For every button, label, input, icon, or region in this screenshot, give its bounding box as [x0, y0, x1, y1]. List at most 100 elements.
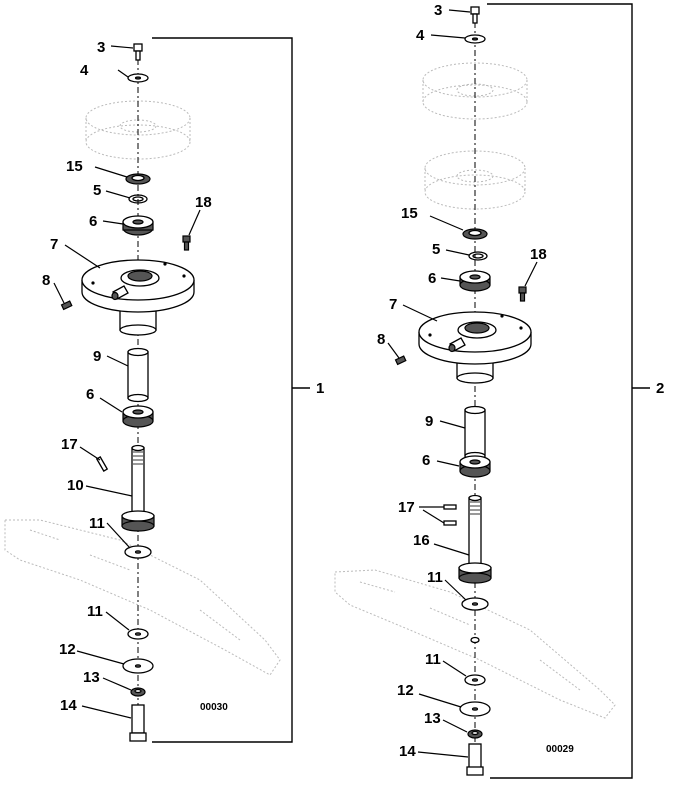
right-part-bolt-14 [466, 743, 484, 776]
right-callout-12: 12 [397, 682, 414, 699]
left-part-spacer-9 [127, 347, 149, 403]
left-leader-18 [188, 209, 201, 236]
right-assembly-number: 2 [656, 380, 664, 397]
right-part-bolt-3 [470, 6, 480, 24]
left-leader-3 [110, 45, 134, 49]
right-leader-17b [422, 509, 445, 524]
right-leader-15 [429, 215, 464, 231]
left-part-ring-5 [128, 194, 148, 204]
left-callout-10: 10 [67, 477, 84, 494]
left-part-bolt-14 [129, 704, 147, 742]
right-leader-16 [433, 543, 470, 556]
right-leader-11b [442, 660, 467, 677]
right-part-bearing-seal-15 [462, 228, 488, 240]
left-leader-6b [99, 397, 123, 413]
left-assembly: 3 4 15 5 6 18 7 8 9 6 17 10 11 11 12 13 … [4, 37, 324, 743]
left-callout-6: 6 [89, 213, 97, 230]
right-part-fitting-8 [394, 355, 407, 366]
left-callout-4: 4 [80, 62, 89, 79]
right-callout-6: 6 [428, 270, 436, 287]
left-callout-6-lower: 6 [86, 386, 94, 403]
right-part-washer-11-upper [461, 597, 489, 611]
left-part-washer-11-upper [124, 545, 152, 559]
left-leader-17 [79, 446, 101, 461]
right-leader-11a [444, 579, 467, 601]
right-leader-4 [430, 34, 466, 39]
right-callout-17: 17 [398, 499, 415, 516]
left-callout-12: 12 [59, 641, 76, 658]
left-blade-ghost [4, 519, 281, 676]
left-part-key-17 [95, 456, 109, 472]
right-leader-6a [440, 277, 461, 282]
right-callout-4: 4 [416, 27, 425, 44]
left-leader-12 [76, 650, 125, 665]
left-callout-9: 9 [93, 348, 101, 365]
left-callout-11-lower: 11 [87, 603, 103, 620]
left-part-bearing-6-upper [122, 215, 154, 236]
right-leader-7 [402, 304, 438, 322]
right-leader-12 [418, 693, 462, 708]
right-leader-5 [445, 249, 470, 256]
left-leader-6a [102, 220, 124, 225]
right-part-washer-4 [464, 34, 486, 44]
right-pulley-ghost-lower [424, 150, 526, 210]
right-part-bearing-6-upper [459, 270, 491, 292]
left-leader-15 [94, 166, 128, 178]
right-part-bearing-6-lower [459, 455, 491, 478]
left-part-bearing-seal-15 [125, 173, 151, 185]
right-leader-6b [436, 460, 460, 467]
left-leader-11a [106, 522, 131, 549]
left-leader-5 [105, 190, 131, 199]
left-drawing-code: 00030 [200, 702, 228, 713]
right-leader-18 [524, 261, 538, 287]
left-part-spindle-housing-7 [81, 259, 195, 336]
right-leader-9 [439, 420, 466, 429]
left-assembly-number: 1 [316, 380, 324, 397]
right-assembly: 3 4 15 5 18 6 7 8 9 6 17 16 11 11 12 13 … [334, 2, 664, 779]
left-callout-13: 13 [83, 669, 100, 686]
right-leader-13 [442, 719, 468, 733]
right-callout-5: 5 [432, 241, 440, 258]
left-leader-10 [85, 485, 133, 497]
right-callout-16: 16 [413, 532, 430, 549]
left-part-bolt-3 [133, 43, 143, 61]
right-callout-7: 7 [389, 296, 397, 313]
right-callout-11: 11 [427, 569, 443, 586]
left-leader-8 [53, 282, 65, 304]
right-callout-13: 13 [424, 710, 441, 727]
left-part-spindle-shaft-10 [121, 444, 155, 532]
left-callout-7: 7 [50, 236, 58, 253]
left-part-washer-12 [122, 658, 154, 674]
left-callout-14: 14 [60, 697, 77, 714]
right-callout-9: 9 [425, 413, 433, 430]
left-callout-5: 5 [93, 182, 101, 199]
right-part-washer-12 [459, 701, 491, 717]
right-drawing-code: 00029 [546, 744, 574, 755]
right-part-ring-5 [468, 251, 488, 261]
left-leader-4 [117, 69, 129, 78]
right-callout-18: 18 [530, 246, 547, 263]
right-part-grease-fitting-18 [518, 286, 527, 302]
left-leader-14 [81, 705, 132, 719]
right-part-lockwasher-13 [467, 729, 483, 739]
right-callout-11-lower: 11 [425, 651, 441, 668]
left-callout-11: 11 [89, 515, 105, 532]
right-part-washer-11-lower [464, 674, 486, 686]
right-assembly-bracket [487, 3, 650, 779]
right-leader-8 [387, 342, 400, 359]
right-callout-14: 14 [399, 743, 416, 760]
left-leader-9 [106, 355, 129, 367]
left-part-bearing-6-lower [122, 405, 154, 428]
right-part-nut-small [470, 636, 480, 644]
left-callout-8: 8 [42, 272, 50, 289]
left-part-lockwasher-13 [130, 687, 146, 697]
right-callout-8: 8 [377, 331, 385, 348]
right-part-spindle-shaft-16 [458, 494, 492, 584]
right-callout-3: 3 [434, 2, 442, 19]
left-leader-13 [102, 677, 132, 691]
right-part-keys-17 [443, 504, 457, 526]
left-part-washer-4 [127, 73, 149, 83]
left-part-fitting-8 [60, 300, 73, 311]
right-callout-15: 15 [401, 205, 418, 222]
